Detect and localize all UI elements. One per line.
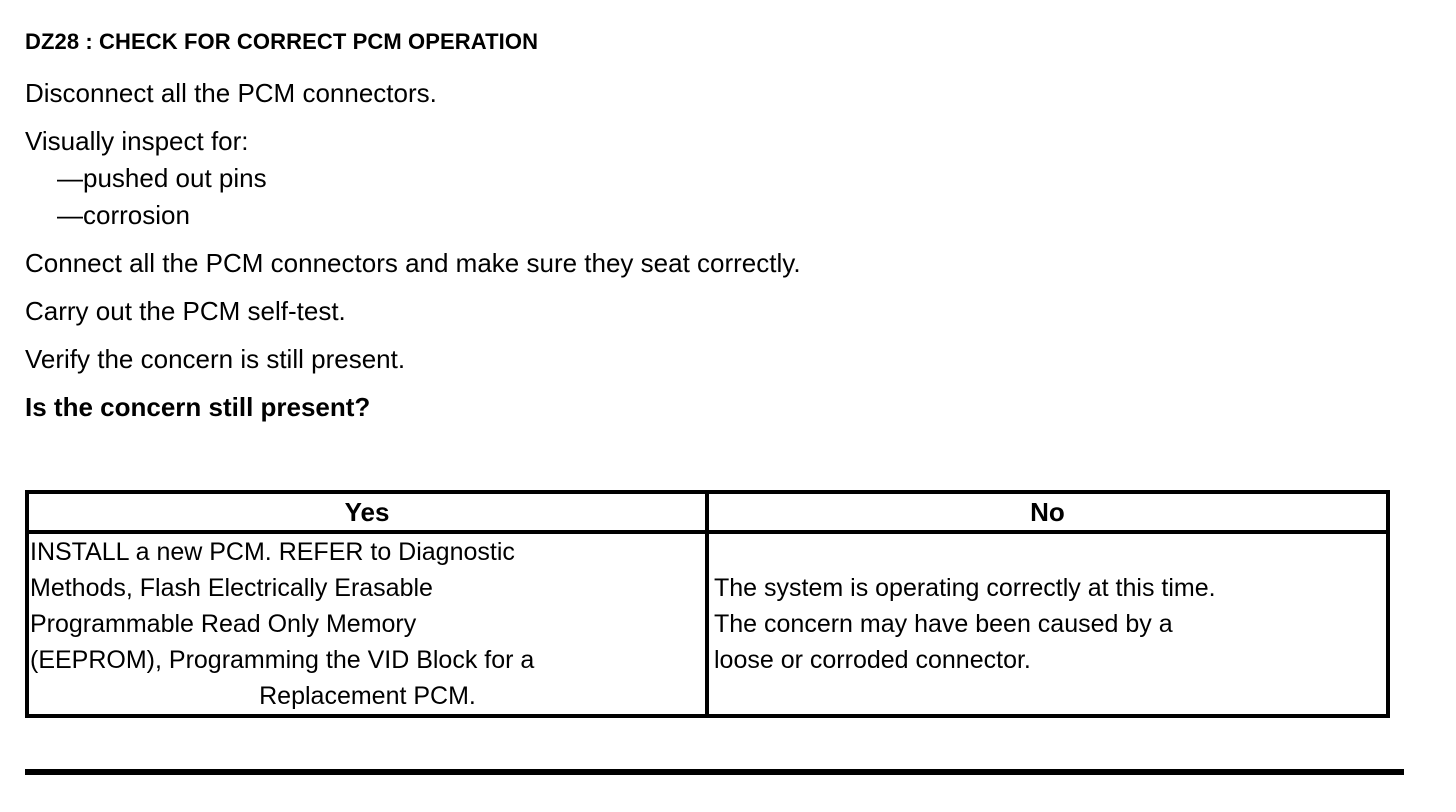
yes-cell-line-4: (EEPROM), Programming the VID Block for … <box>30 646 535 674</box>
instruction-line-verify-concern: Verify the concern is still present. <box>25 344 406 374</box>
decision-table: Yes No INSTALL a new PCM. REFER to Diagn… <box>25 490 1390 718</box>
instruction-line-visually-inspect: Visually inspect for: <box>25 126 249 156</box>
no-cell-text: The system is operating correctly at thi… <box>709 570 1386 678</box>
no-cell-line-1: The system is operating correctly at thi… <box>714 574 1216 602</box>
instruction-bullet-pushed-out-pins: —pushed out pins <box>57 163 267 193</box>
yes-cell-line-3: Programmable Read Only Memory <box>30 610 417 638</box>
no-cell-line-3: loose or corroded connector. <box>714 646 1031 674</box>
table-header-yes: Yes <box>25 490 709 534</box>
yes-cell-line-1: INSTALL a new PCM. REFER to Diagnostic <box>30 538 515 566</box>
table-row: INSTALL a new PCM. REFER to Diagnostic M… <box>25 530 1390 718</box>
table-cell-no-action: The system is operating correctly at thi… <box>705 530 1390 718</box>
page-title: DZ28 : CHECK FOR CORRECT PCM OPERATION <box>25 29 539 54</box>
yes-cell-line-5: Replacement PCM. <box>259 682 476 710</box>
instruction-bullet-corrosion: —corrosion <box>57 200 190 230</box>
instruction-line-disconnect: Disconnect all the PCM connectors. <box>25 78 437 108</box>
no-cell-line-2: The concern may have been caused by a <box>714 610 1173 638</box>
instruction-line-connect: Connect all the PCM connectors and make … <box>25 248 801 278</box>
instruction-line-self-test: Carry out the PCM self-test. <box>25 296 346 326</box>
yes-cell-line-2: Methods, Flash Electrically Erasable <box>30 574 433 602</box>
table-header-row: Yes No <box>25 490 1390 534</box>
footer-divider <box>25 769 1404 775</box>
yes-cell-text: INSTALL a new PCM. REFER to Diagnostic M… <box>29 534 705 714</box>
table-cell-yes-action: INSTALL a new PCM. REFER to Diagnostic M… <box>25 530 709 718</box>
instruction-list: Disconnect all the PCM connectors. Visua… <box>25 80 1415 420</box>
instruction-question: Is the concern still present? <box>25 392 371 422</box>
table-header-no: No <box>705 490 1390 534</box>
